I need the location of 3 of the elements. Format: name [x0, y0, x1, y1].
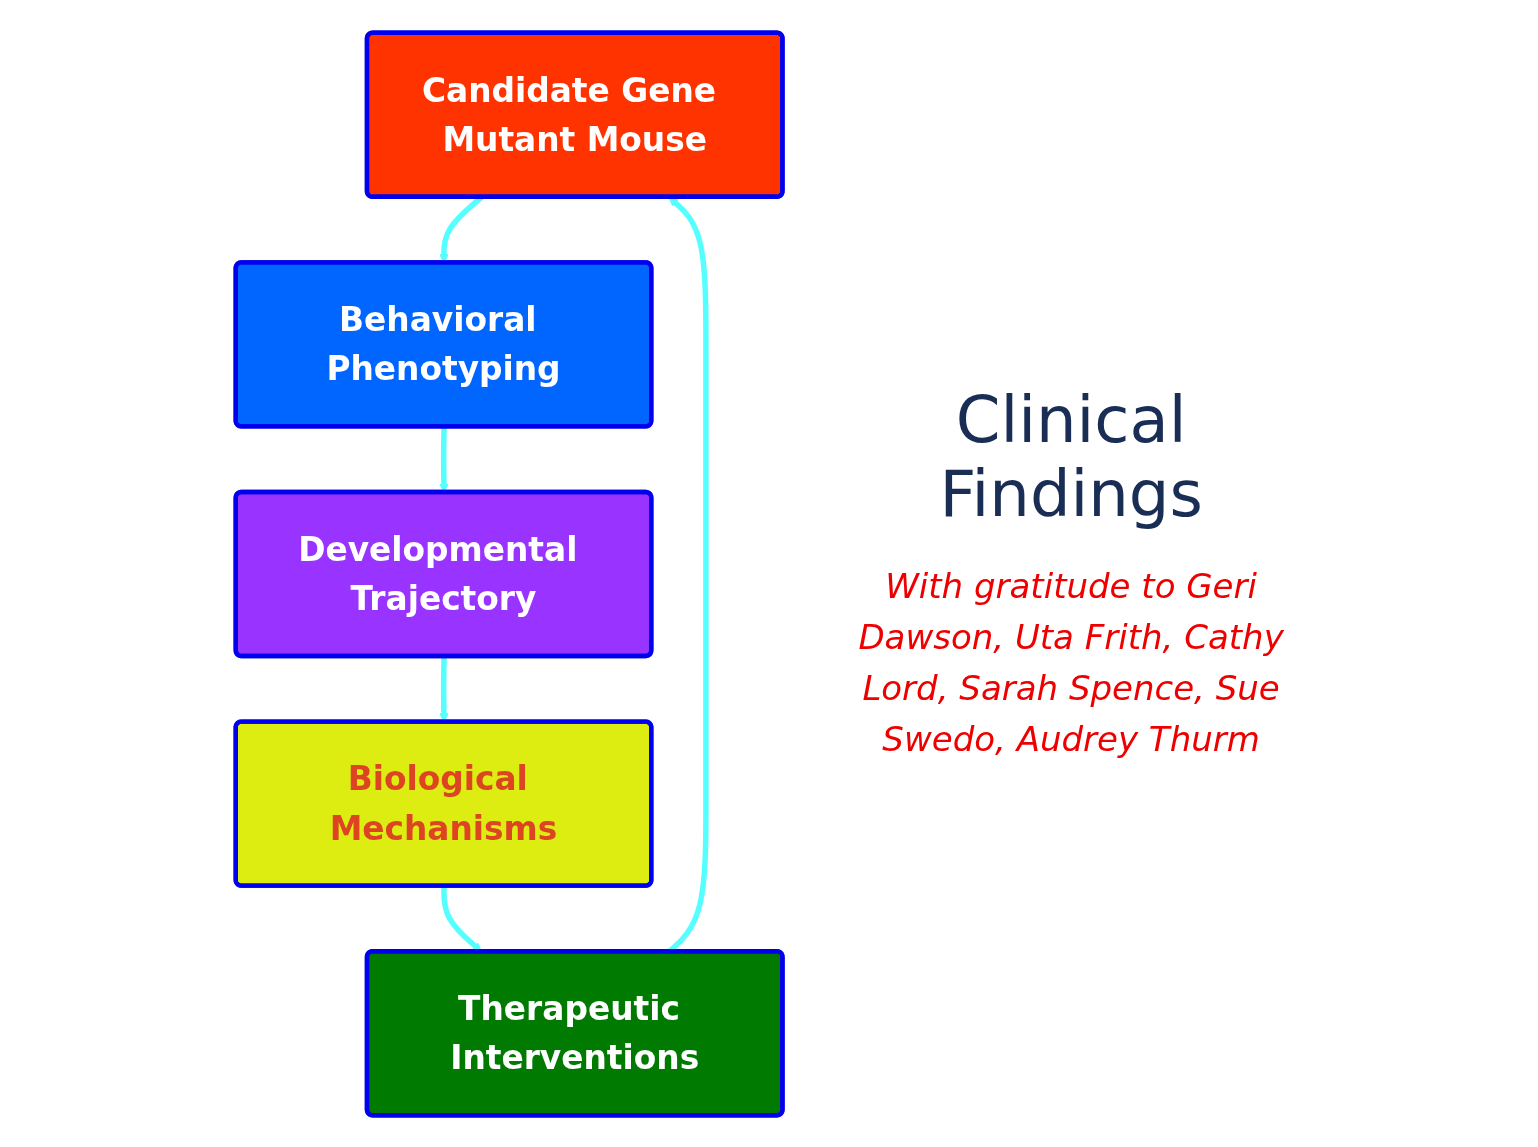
- center-heading: Clinical Findings: [938, 382, 1204, 531]
- arrow: [441, 885, 482, 952]
- acknowledgement-note: With gratitude to Geri Dawson, Uta Frith, Cathy Lord, Sarah Spence, Sue Swedo, Audrey Thurm: [857, 564, 1285, 761]
